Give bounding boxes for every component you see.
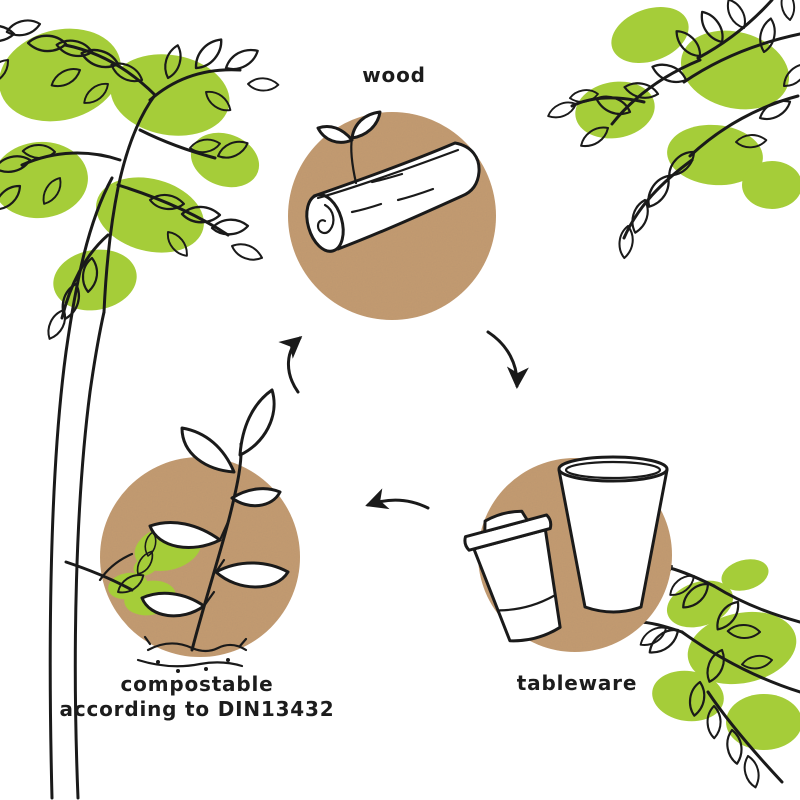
sprout-icon — [316, 110, 382, 185]
label-wood: wood — [362, 63, 426, 87]
arrow-compostable-to-wood-icon — [278, 336, 303, 394]
node-tableware — [463, 455, 672, 652]
drink-cup-icon — [557, 455, 669, 614]
tree-twig-overlay — [64, 530, 163, 600]
foliage-top-right — [546, 0, 800, 260]
log-icon — [305, 141, 481, 253]
tree-left-illustration — [0, 17, 280, 800]
node-wood — [288, 110, 496, 320]
label-tableware: tableware — [516, 671, 638, 695]
arrow-tableware-to-compostable-icon — [365, 488, 430, 510]
cups-icon — [463, 455, 669, 643]
kraft-circle-compostable-texture — [100, 457, 300, 657]
coffee-cup-icon — [463, 509, 562, 643]
foliage-bottom-right — [610, 559, 800, 789]
label-compostable-line1: compostable — [120, 672, 274, 696]
node-compostable — [64, 388, 300, 673]
arrow-wood-to-tableware-icon — [486, 330, 529, 389]
cycle-arrows — [278, 330, 529, 510]
label-compostable-line2: according to DIN13432 — [59, 697, 335, 721]
label-compostable: compostable according to DIN13432 — [60, 672, 335, 722]
ground-illustration — [136, 635, 248, 673]
